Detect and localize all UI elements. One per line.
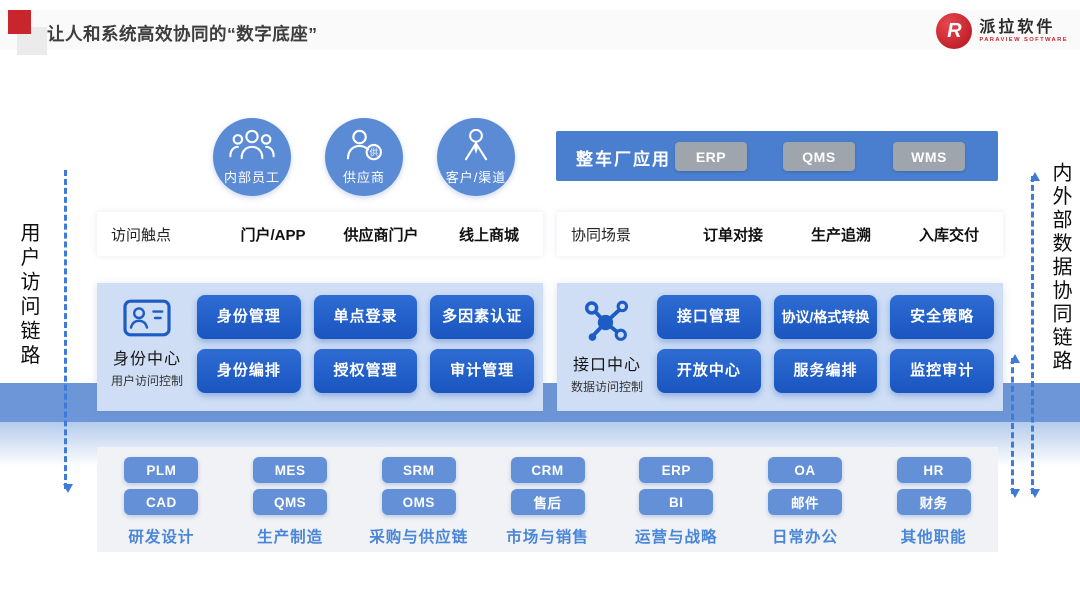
brand-name: 派拉软件 [979, 19, 1056, 37]
capability-identity-orchestration: 身份编排 [197, 349, 301, 393]
right-axis-label: 内外部数据协同链路 [1049, 162, 1071, 374]
scenarios-label: 协同场景 [571, 226, 632, 244]
actor-internal-staff: 内部员工 [213, 118, 291, 196]
system-chip: CRM [510, 457, 585, 483]
system-chip: 财务 [896, 489, 971, 515]
capability-identity-mgmt: 身份管理 [197, 295, 301, 339]
system-chip: MES [253, 457, 328, 483]
identity-center-head: 身份中心 用户访问控制 [97, 283, 197, 389]
system-group-rd: PLM CAD 研发设计 [97, 447, 226, 552]
system-chip: QMS [253, 489, 328, 515]
system-group-manufacturing: MES QMS 生产制造 [226, 447, 355, 552]
touchpoint-item: 线上商城 [458, 226, 519, 244]
oem-apps-label: 整车厂应用 [576, 150, 671, 169]
data-link-arrow-long [1030, 172, 1040, 498]
system-chip: OA [767, 457, 842, 483]
paraview-logo-icon: R [936, 13, 973, 49]
customer-icon [464, 128, 488, 161]
svg-text:供: 供 [369, 147, 378, 158]
oem-app-erp: ERP [675, 142, 747, 171]
system-group-label: 日常办公 [771, 529, 838, 546]
supplier-icon: 供 [346, 129, 382, 161]
brand-logo: R 派拉软件 PARAVIEW SOFTWARE [936, 13, 1068, 49]
system-group-label: 采购与供应链 [369, 529, 469, 546]
id-card-icon [123, 299, 171, 337]
system-chip: ERP [639, 457, 714, 483]
actor-supplier: 供 供应商 [325, 118, 403, 196]
scenario-item: 生产追溯 [810, 226, 871, 244]
oem-app-qms: QMS [783, 142, 855, 171]
actor-customer-channel: 客户/渠道 [437, 118, 515, 196]
system-chip: BI [639, 489, 714, 515]
capability-security-policy: 安全策略 [890, 295, 994, 339]
system-group-sales: CRM 售后 市场与销售 [483, 447, 612, 552]
interface-center-head: 接口中心 数据访问控制 [557, 283, 657, 395]
interface-center-panel: 接口中心 数据访问控制 接口管理 协议/格式转换 安全策略 开放中心 服务编排 … [557, 283, 1003, 411]
capability-protocol-format-conversion: 协议/格式转换 [773, 295, 878, 339]
interface-center-title: 接口中心 [572, 357, 641, 374]
scenario-item: 入库交付 [918, 226, 979, 244]
oem-apps-bar: 整车厂应用 ERP QMS WMS [556, 131, 998, 181]
actor-label: 客户/渠道 [445, 170, 507, 185]
capability-api-mgmt: 接口管理 [657, 295, 761, 339]
system-group-label: 生产制造 [257, 529, 324, 546]
system-group-office: OA 邮件 日常办公 [741, 447, 870, 552]
system-chip: SRM [381, 457, 456, 483]
title-accent-red-square [8, 10, 31, 34]
system-chip: OMS [381, 489, 456, 515]
header-strip [0, 10, 1080, 50]
system-group-label: 运营与战略 [634, 529, 718, 546]
identity-center-title: 身份中心 [112, 351, 181, 368]
system-group-label: 其他职能 [900, 529, 967, 546]
brand-subtitle: PARAVIEW SOFTWARE [979, 36, 1068, 43]
identity-center-buttons: 身份管理 单点登录 多因素认证 身份编排 授权管理 审计管理 [197, 295, 534, 393]
capability-authorization-mgmt: 授权管理 [313, 349, 418, 393]
brand-logo-text: 派拉软件 PARAVIEW SOFTWARE [979, 19, 1068, 43]
system-chip: 售后 [510, 489, 585, 515]
capability-sso: 单点登录 [313, 295, 418, 339]
system-group-operations: ERP BI 运营与战略 [612, 447, 741, 552]
touchpoints-label: 访问触点 [111, 226, 172, 244]
capability-mfa: 多因素认证 [430, 295, 534, 339]
system-chip: HR [896, 457, 971, 483]
capability-service-orchestration: 服务编排 [773, 349, 878, 393]
actor-label: 内部员工 [223, 170, 280, 185]
system-chip: PLM [124, 457, 199, 483]
touchpoint-item: 门户/APP [240, 226, 306, 244]
capability-open-center: 开放中心 [657, 349, 761, 393]
enterprise-systems-panel: PLM CAD 研发设计 MES QMS 生产制造 SRM OMS 采购与供应链… [97, 447, 998, 552]
identity-center-subtitle: 用户访问控制 [110, 374, 183, 388]
scenario-item: 订单对接 [702, 226, 763, 244]
touchpoint-item: 供应商门户 [343, 226, 419, 244]
user-access-arrow [63, 170, 73, 493]
system-group-procurement: SRM OMS 采购与供应链 [354, 447, 483, 552]
system-group-label: 研发设计 [128, 529, 195, 546]
employees-icon [229, 129, 275, 160]
system-chip: CAD [124, 489, 199, 515]
identity-center-panel: 身份中心 用户访问控制 身份管理 单点登录 多因素认证 身份编排 授权管理 审计… [97, 283, 543, 411]
oem-app-wms: WMS [893, 142, 965, 171]
system-chip: 邮件 [767, 489, 842, 515]
capability-monitor-audit: 监控审计 [890, 349, 994, 393]
system-group-label: 市场与销售 [506, 529, 589, 546]
page-title: 让人和系统高效协同的“数字底座” [47, 24, 318, 44]
touchpoints-row: 访问触点 门户/APP 供应商门户 线上商城 [97, 212, 543, 256]
capability-audit-mgmt: 审计管理 [430, 349, 534, 393]
data-link-arrow-short [1010, 354, 1020, 498]
scenarios-row: 协同场景 订单对接 生产追溯 入库交付 [557, 212, 1003, 256]
system-group-other: HR 财务 其他职能 [869, 447, 998, 552]
actor-label: 供应商 [342, 170, 385, 185]
left-axis-label: 用户访问链路 [17, 222, 39, 369]
interface-center-subtitle: 数据访问控制 [570, 380, 643, 394]
interface-center-buttons: 接口管理 协议/格式转换 安全策略 开放中心 服务编排 监控审计 [657, 295, 994, 393]
network-nodes-icon [584, 300, 629, 341]
